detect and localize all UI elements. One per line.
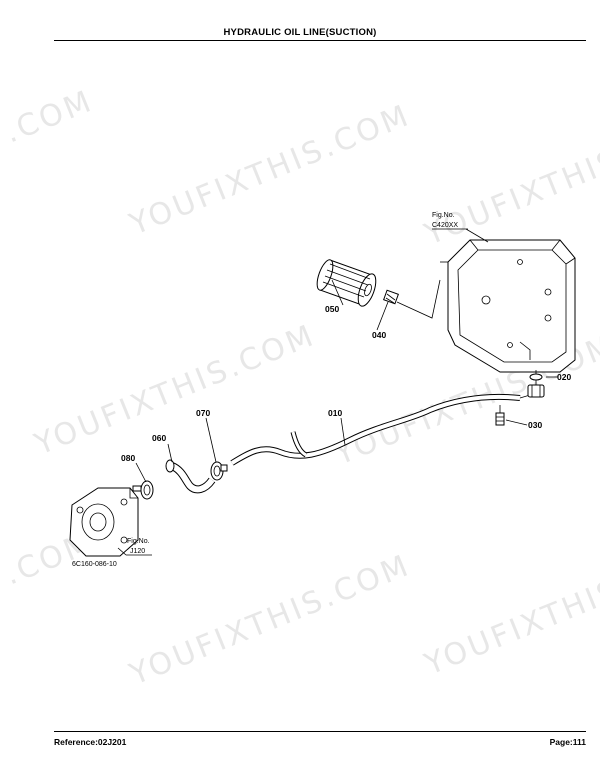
part-label-010: 010 <box>328 408 342 418</box>
nipple-fitting <box>383 279 441 319</box>
transmission-case <box>440 239 576 373</box>
diagram-code: 6C160-086-10 <box>72 561 117 568</box>
part-label-030: 030 <box>528 420 542 430</box>
part-label-080: 080 <box>121 453 135 463</box>
header-rule <box>54 40 586 41</box>
fig-ref-code: C420XX <box>432 222 458 229</box>
footer-rule <box>54 731 586 732</box>
page-title: HYDRAULIC OIL LINE(SUCTION) <box>223 27 377 38</box>
part-label-050: 050 <box>325 304 339 314</box>
fig-ref-label: Fig.No. <box>127 538 150 545</box>
suction-hose <box>165 459 216 494</box>
fig-ref-upper: Fig.No. C420XX <box>432 212 489 243</box>
suction-pipe <box>230 393 531 466</box>
hydraulic-pump <box>69 487 139 557</box>
footer-reference: Reference:02J201 <box>54 737 127 747</box>
hose-clamp-small <box>132 480 154 500</box>
footer-page-number: Page:111 <box>549 737 586 747</box>
part-label-060: 060 <box>152 433 166 443</box>
hose-clamp <box>210 461 228 481</box>
part-labels: 010 020 030 040 050 060 070 080 <box>121 304 571 463</box>
o-ring <box>529 373 543 381</box>
part-label-040: 040 <box>372 330 386 340</box>
oil-filter <box>316 259 377 307</box>
part-label-070: 070 <box>196 408 210 418</box>
fig-ref-code: J120 <box>130 548 145 555</box>
fig-ref-label: Fig.No. <box>432 212 455 219</box>
fig-ref-lower: Fig.No. J120 <box>117 538 152 556</box>
part-label-020: 020 <box>557 372 571 382</box>
hollow-bolt <box>495 405 505 426</box>
leader-lines <box>135 279 558 483</box>
